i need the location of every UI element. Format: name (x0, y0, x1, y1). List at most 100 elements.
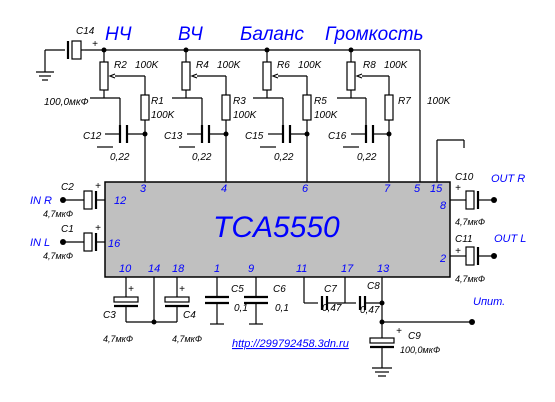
r3-value: 100K (233, 110, 258, 121)
c9-value: 100,0мкФ (400, 345, 440, 355)
c12-value: 0,22 (110, 152, 130, 163)
c4-plus: + (179, 284, 185, 295)
pin-11: 11 (296, 263, 307, 275)
c11-label: C11 (455, 234, 473, 245)
c12-label: C12 (83, 131, 102, 142)
c13-value: 0,22 (192, 152, 212, 163)
c8-label: C8 (367, 281, 380, 292)
pin-3: 3 (140, 183, 147, 195)
c5-value: 0,1 (234, 303, 248, 314)
pin-8: 8 (440, 200, 447, 212)
site-link[interactable]: http://299792458.3dn.ru (232, 338, 349, 350)
chip-body (104, 181, 451, 278)
pin-5: 5 (414, 183, 421, 195)
c9-label: C9 (408, 331, 421, 342)
r1-value: 100K (151, 110, 176, 121)
pin-13: 13 (377, 263, 390, 275)
c15-label: C15 (245, 131, 264, 142)
r8-value: 100K (384, 60, 409, 71)
r2-value: 100K (135, 60, 160, 71)
c2-label: C2 (61, 182, 74, 193)
heading-vch: ВЧ (178, 24, 203, 45)
output-r (450, 190, 497, 210)
section-bass (90, 47, 150, 182)
pin-2: 2 (439, 253, 446, 265)
out-r-label: OUT R (491, 173, 525, 185)
pin-1: 1 (214, 263, 220, 275)
c1-plus: + (95, 223, 101, 234)
pin-6: 6 (302, 183, 309, 195)
c7-label: C7 (324, 284, 337, 295)
c16-value: 0,22 (357, 152, 377, 163)
c8-value: 0,47 (360, 305, 380, 316)
heading-balance: Баланс (240, 24, 304, 45)
pin-17: 17 (341, 263, 354, 275)
c15-value: 0,22 (274, 152, 294, 163)
c14-label: C14 (76, 26, 95, 37)
pin15-ground (436, 139, 465, 182)
c10-plus: + (455, 183, 461, 194)
r5-value: 100K (314, 110, 339, 121)
r5-label: R5 (314, 96, 327, 107)
pin-7: 7 (384, 183, 391, 195)
c7-c8-supply (303, 277, 475, 377)
section-treble (172, 47, 231, 182)
in-r-label: IN R (30, 195, 52, 207)
c6-value: 0,1 (275, 303, 289, 314)
c14-value: 100,0мкФ (44, 97, 89, 108)
c3-c4-network (113, 277, 190, 325)
r1-label: R1 (151, 96, 164, 107)
c10-value: 4,7мкФ (455, 217, 485, 227)
c5-c6 (205, 277, 268, 325)
pin-4: 4 (221, 183, 227, 195)
c4-label: C4 (183, 310, 196, 321)
c2-value: 4,7мкФ (43, 209, 73, 219)
top-rail (85, 49, 421, 182)
c6-label: C6 (273, 284, 286, 295)
r4-value: 100K (217, 60, 242, 71)
r7-label: R7 (398, 96, 411, 107)
r6-label: R6 (277, 60, 290, 71)
c1-value: 4,7мкФ (43, 251, 73, 261)
capacitor-c14 (36, 40, 85, 81)
pin-16: 16 (108, 238, 121, 250)
c13-label: C13 (164, 131, 183, 142)
pin-10: 10 (119, 263, 132, 275)
section-balance (253, 47, 312, 182)
pin-14: 14 (148, 263, 160, 275)
upit-label: Uпит. (473, 296, 505, 308)
out-l-label: OUT L (494, 233, 526, 245)
c9-plus: + (396, 326, 402, 337)
r2-label: R2 (114, 60, 127, 71)
c2-plus: + (95, 181, 101, 192)
c3-plus: + (128, 284, 134, 295)
c11-plus: + (455, 246, 461, 257)
chip-name: TCA5550 (213, 211, 340, 244)
heading-nch: НЧ (105, 24, 132, 45)
section-volume (337, 47, 394, 182)
pin-12: 12 (114, 195, 126, 207)
pin-15: 15 (430, 183, 443, 195)
input-r (60, 190, 105, 210)
c14-plus: + (92, 39, 98, 50)
pin-18: 18 (172, 263, 185, 275)
pin-9: 9 (248, 263, 254, 275)
c5-label: C5 (231, 284, 244, 295)
c3-value: 4,7мкФ (103, 334, 133, 344)
c7-value: 0,47 (322, 303, 342, 314)
r3-label: R3 (233, 96, 246, 107)
c1-label: C1 (61, 224, 74, 235)
c16-label: C16 (328, 131, 347, 142)
c4-value: 4,7мкФ (172, 334, 202, 344)
in-l-label: IN L (30, 237, 50, 249)
c11-value: 4,7мкФ (455, 274, 485, 284)
r8-label: R8 (363, 60, 376, 71)
heading-volume: Громкость (325, 24, 424, 45)
r4-label: R4 (196, 60, 209, 71)
r6-value: 100K (298, 60, 323, 71)
c10-label: C10 (455, 172, 474, 183)
r7-value: 100K (427, 96, 452, 107)
output-l (450, 246, 497, 266)
c3-label: C3 (103, 310, 116, 321)
